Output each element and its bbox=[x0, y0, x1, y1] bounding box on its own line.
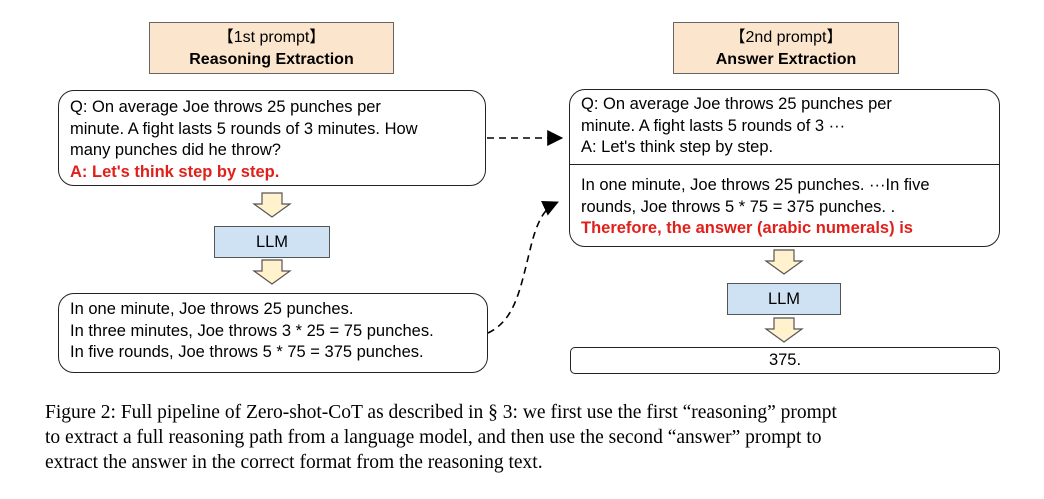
question-line: Q: On average Joe throws 25 punches per bbox=[70, 98, 381, 116]
second-prompt-bracket: 【2nd prompt】 bbox=[729, 29, 843, 46]
down-arrow-icon bbox=[764, 317, 804, 343]
reasoning-line: In three minutes, Joe throws 3 * 25 = 75… bbox=[70, 321, 434, 340]
second-prompt-question: Q: On average Joe throws 25 punches per … bbox=[570, 90, 999, 164]
first-prompt-header: 【1st prompt】 Reasoning Extraction bbox=[149, 22, 394, 74]
second-prompt-box: Q: On average Joe throws 25 punches per … bbox=[569, 89, 1000, 247]
llm-box-first: LLM bbox=[214, 226, 330, 258]
reasoning-line: In five rounds, Joe throws 5 * 75 = 375 … bbox=[70, 343, 424, 361]
second-prompt-reasoning: In one minute, Joe throws 25 punches. ··… bbox=[570, 164, 999, 240]
caption-line: extract the answer in the correct format… bbox=[45, 452, 543, 473]
caption-line: Figure 2: Full pipeline of Zero-shot-CoT… bbox=[45, 402, 837, 423]
final-answer-box: 375. bbox=[570, 347, 1000, 374]
first-prompt-question-box: Q: On average Joe throws 25 punches per … bbox=[58, 90, 486, 186]
question-line: many punches did he throw? bbox=[70, 141, 281, 159]
first-prompt-title: Reasoning Extraction bbox=[189, 51, 354, 68]
question-line: Q: On average Joe throws 25 punches per bbox=[581, 95, 892, 113]
down-arrow-icon bbox=[252, 259, 292, 285]
question-line: minute. A fight lasts 5 rounds of 3 minu… bbox=[70, 119, 418, 138]
down-arrow-icon bbox=[252, 192, 292, 218]
llm-box-second: LLM bbox=[727, 283, 841, 315]
caption-line: to extract a full reasoning path from a … bbox=[45, 427, 822, 448]
figure-caption: Figure 2: Full pipeline of Zero-shot-CoT… bbox=[45, 400, 1035, 475]
reasoning-line: rounds, Joe throws 5 * 75 = 375 punches.… bbox=[581, 197, 896, 216]
reasoning-line: In one minute, Joe throws 25 punches. ··… bbox=[581, 176, 930, 194]
first-prompt-bracket: 【1st prompt】 bbox=[217, 29, 326, 46]
question-line: A: Let's think step by step. bbox=[581, 138, 774, 156]
down-arrow-icon bbox=[764, 249, 804, 275]
second-prompt-header: 【2nd prompt】 Answer Extraction bbox=[673, 22, 899, 74]
answer-trigger: Therefore, the answer (arabic numerals) … bbox=[581, 219, 913, 237]
dashed-curve-arrow-reasoning bbox=[487, 201, 559, 334]
reasoning-line: In one minute, Joe throws 25 punches. bbox=[70, 300, 354, 318]
second-prompt-title: Answer Extraction bbox=[715, 51, 857, 68]
reasoning-output-box: In one minute, Joe throws 25 punches. In… bbox=[58, 293, 488, 373]
question-line: minute. A fight lasts 5 rounds of 3 ··· bbox=[581, 116, 846, 135]
reasoning-trigger: A: Let's think step by step. bbox=[70, 162, 280, 181]
